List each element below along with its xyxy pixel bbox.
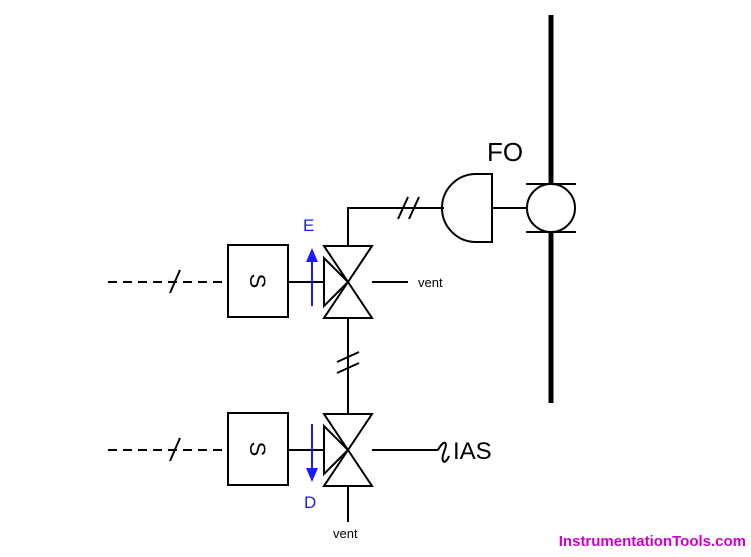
energize-arrow <box>306 248 318 306</box>
deenergize-label: D <box>304 493 316 512</box>
pneumatic-line-actuator <box>347 207 444 246</box>
fail-open-label: FO <box>487 137 523 167</box>
control-valve-body <box>526 183 576 233</box>
deenergize-arrow <box>306 424 318 482</box>
pneumatic-signal-marks-top <box>397 196 420 220</box>
upper-signal-slash <box>169 269 181 294</box>
pneumatic-signal-marks-middle <box>336 351 360 374</box>
lower-vent-label: vent <box>333 526 358 541</box>
upper-three-way-valve <box>322 245 374 319</box>
upper-solenoid-label: S <box>245 274 270 289</box>
valve-actuator <box>441 173 493 243</box>
lower-signal-slash <box>169 437 181 462</box>
energize-label: E <box>303 216 314 235</box>
watermark: InstrumentationTools.com <box>559 533 746 550</box>
air-supply-label: IAS <box>453 438 492 465</box>
lower-solenoid-box <box>227 412 289 486</box>
lower-three-way-valve <box>322 413 374 487</box>
air-supply-break-icon <box>437 441 450 463</box>
lower-solenoid-label: S <box>245 442 270 457</box>
upper-vent-label: vent <box>418 275 443 290</box>
